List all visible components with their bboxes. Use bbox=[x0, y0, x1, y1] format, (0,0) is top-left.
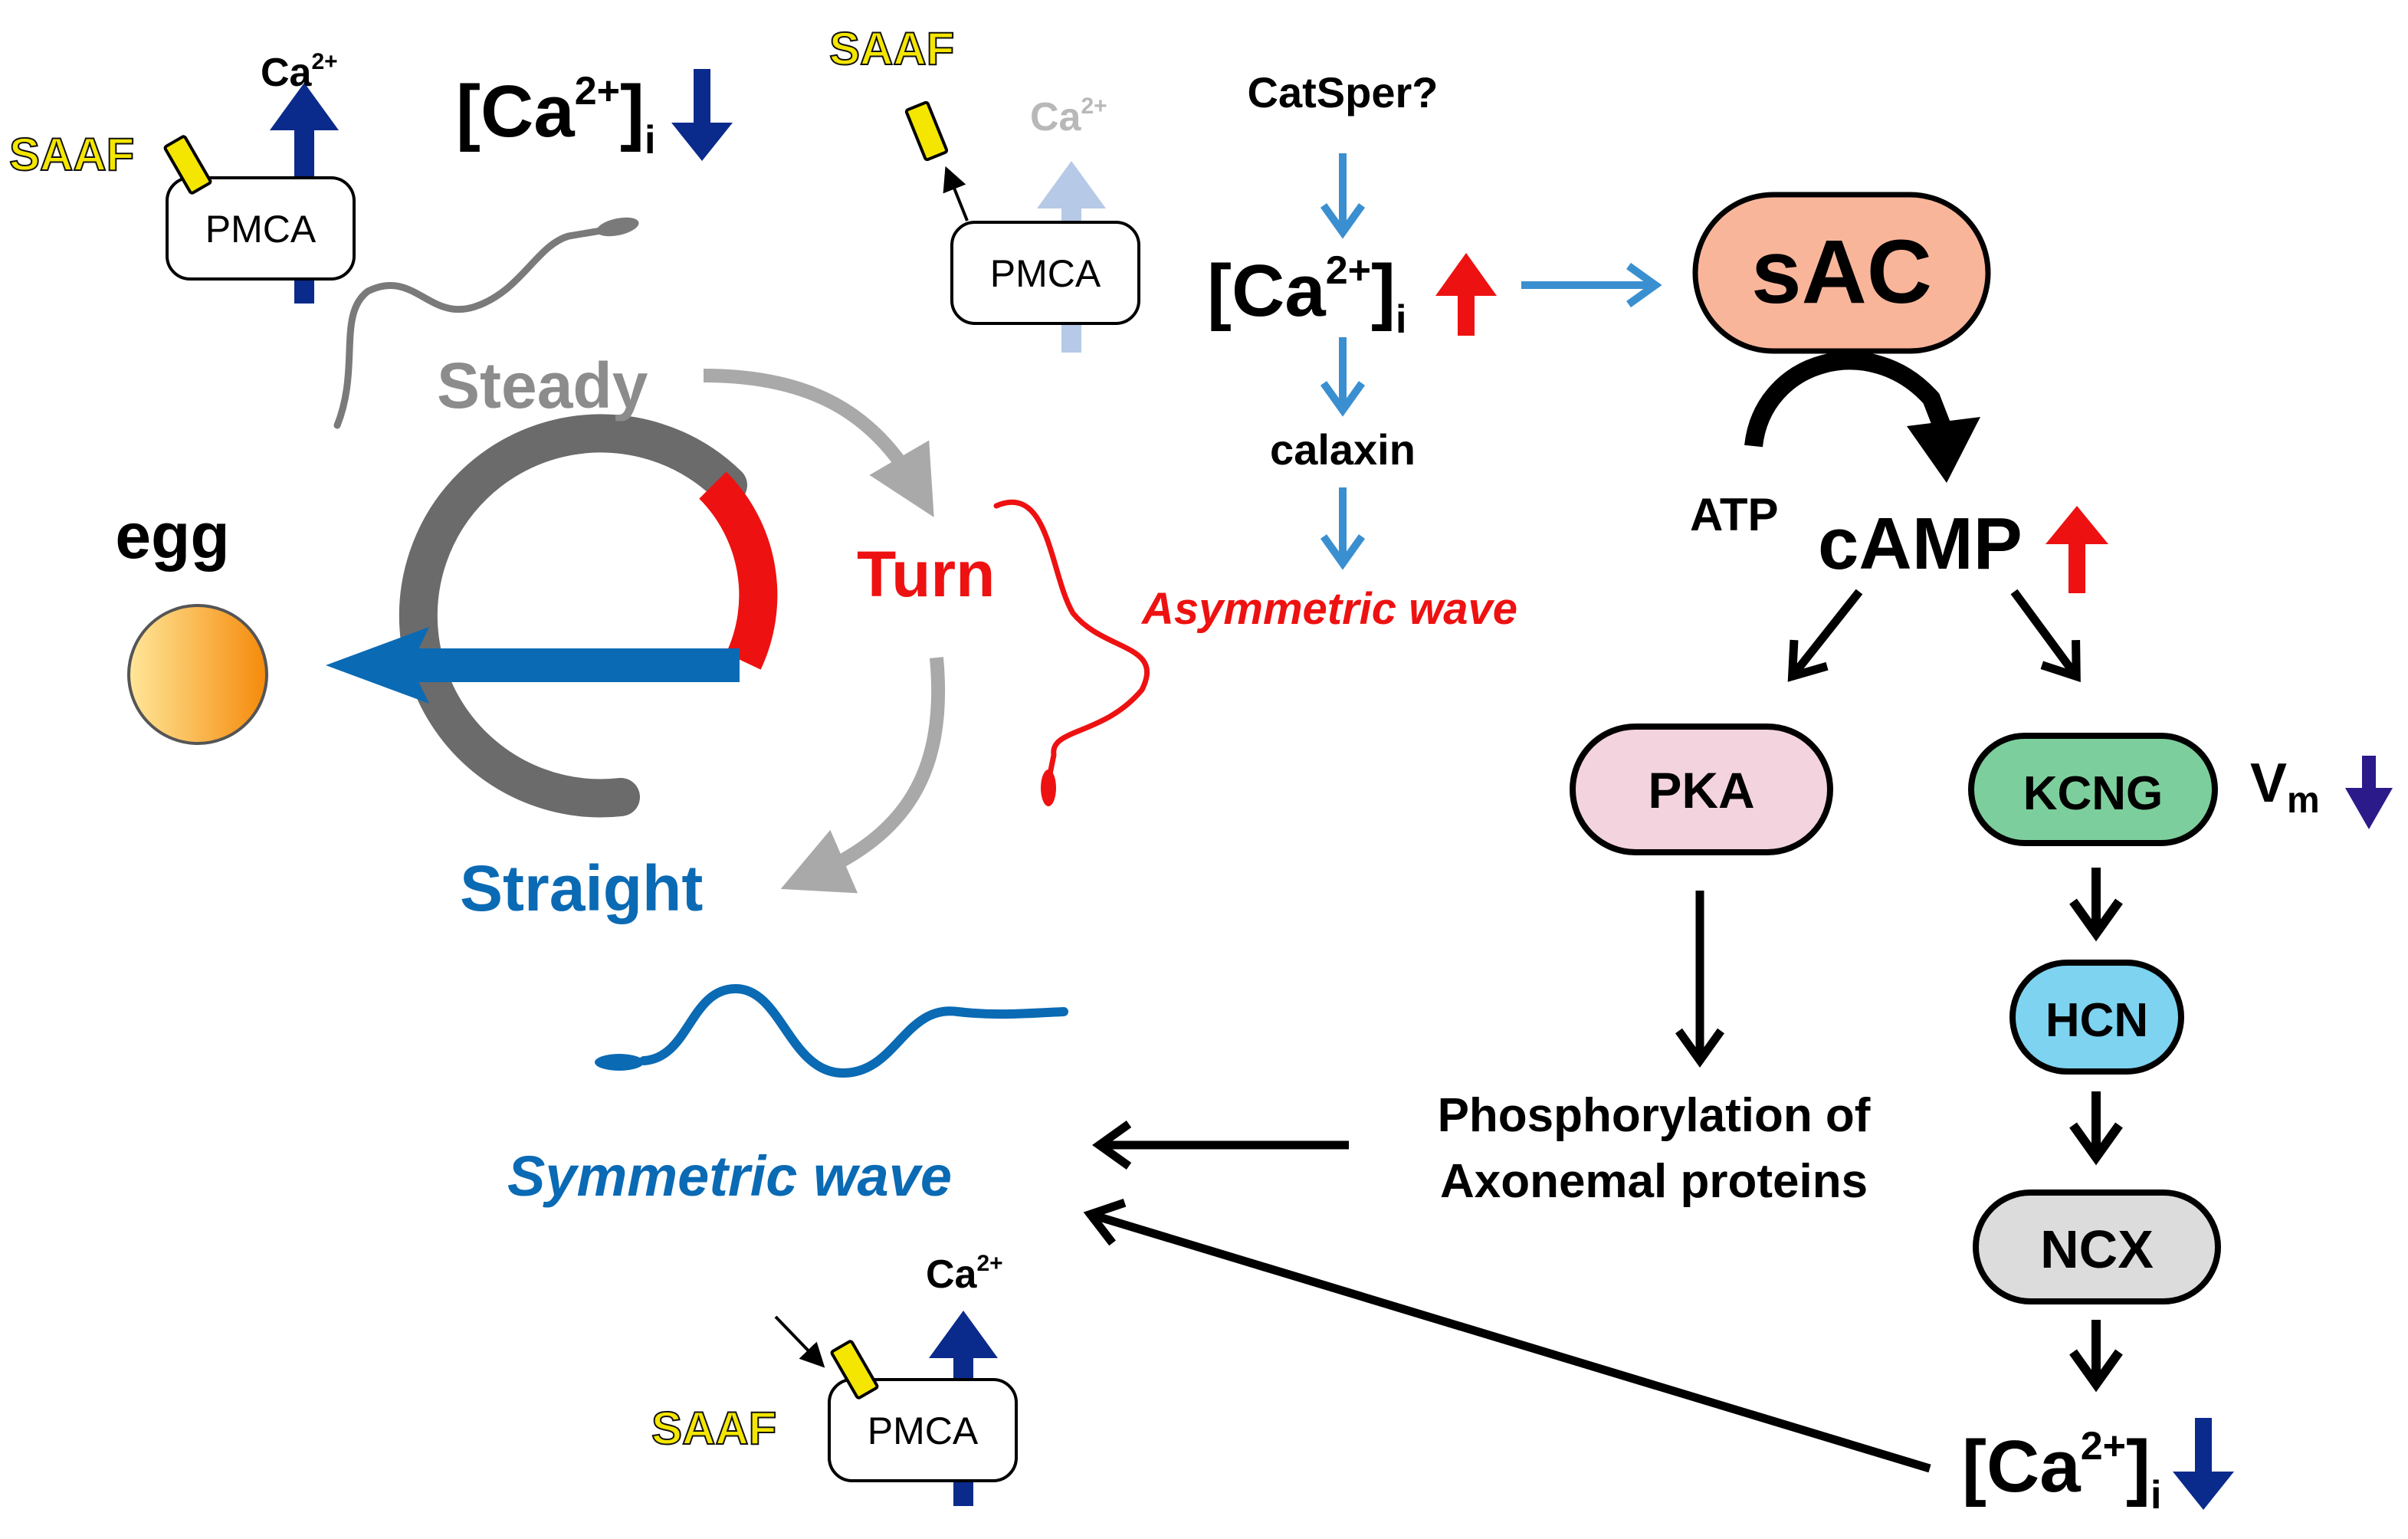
saaf-binding-block bbox=[163, 135, 212, 195]
pka-node bbox=[1570, 724, 1833, 855]
ca-subscript-i: i bbox=[645, 118, 655, 162]
pmca-box bbox=[166, 176, 356, 281]
svg-text:[Ca2+]i: [Ca2+]i bbox=[456, 69, 655, 162]
straight-path-shaft bbox=[402, 648, 740, 682]
pmca-label: PMCA bbox=[990, 252, 1101, 295]
hcn-node bbox=[2009, 960, 2184, 1075]
ca-superscript: 2+ bbox=[1081, 94, 1107, 119]
ncx-node bbox=[1973, 1190, 2221, 1304]
up-arrow-icon bbox=[2045, 506, 2108, 544]
ca-subscript-i: i bbox=[2150, 1473, 2161, 1518]
ca-bracket-close: ] bbox=[2126, 1426, 2150, 1508]
saaf-release-arrow bbox=[943, 166, 969, 221]
svg-text:Ca2+: Ca2+ bbox=[1030, 94, 1107, 139]
ca-subscript-i: i bbox=[1396, 297, 1406, 342]
circling-path bbox=[399, 414, 747, 818]
saaf-label: SAAF bbox=[651, 1403, 776, 1454]
svg-text:Ca2+: Ca2+ bbox=[926, 1251, 1003, 1297]
pmca-topmid-group: PMCA SAAF Ca2+ bbox=[828, 22, 1140, 353]
svg-text:Ca2+: Ca2+ bbox=[261, 49, 338, 95]
catsper-pathway: CatSper? [Ca2+]i calaxin bbox=[1207, 68, 1662, 570]
ca-bracket-close: ] bbox=[1371, 250, 1396, 332]
ca-efflux-arrow-faded-head bbox=[1037, 161, 1106, 208]
pmca-box bbox=[828, 1378, 1018, 1482]
egg-icon bbox=[127, 604, 268, 745]
sac-group: sAC ATP cAMP bbox=[1690, 192, 2108, 683]
kcng-label: KCNG bbox=[2023, 767, 2164, 820]
saaf-label: SAAF bbox=[9, 129, 134, 180]
turn-to-straight-arrow bbox=[780, 657, 946, 894]
ca-bracket-open: [Ca bbox=[1207, 250, 1326, 332]
catsper-label: CatSper? bbox=[1248, 68, 1439, 116]
pmca-bottom-group: PMCA SAAF Ca2+ bbox=[651, 1251, 1018, 1506]
ca-efflux-arrow-head bbox=[270, 83, 339, 130]
vm-label: V bbox=[2250, 753, 2287, 814]
ca-superscript: 2+ bbox=[1326, 248, 1371, 293]
straight-path-arrowhead bbox=[326, 627, 429, 704]
saaf-binding-arrow bbox=[774, 1315, 825, 1368]
pka-label: PKA bbox=[1648, 762, 1754, 819]
up-arrow-icon bbox=[1435, 253, 1497, 296]
atp-label: ATP bbox=[1690, 489, 1779, 540]
egg-label: egg bbox=[115, 500, 229, 572]
pmca-label: PMCA bbox=[868, 1409, 979, 1452]
saaf-released-block bbox=[904, 100, 949, 162]
sac-node bbox=[1692, 192, 1991, 354]
pmca-label: PMCA bbox=[205, 208, 317, 251]
ca-superscript: 2+ bbox=[311, 49, 337, 74]
egg-group: egg bbox=[115, 500, 268, 745]
atp-to-camp-curve bbox=[1744, 351, 1951, 448]
sperm-symmetric-icon bbox=[595, 983, 1068, 1078]
pka-branch: PKA Phosphorylation of Axonemal proteins bbox=[1092, 724, 1871, 1208]
straight-label: Straight bbox=[460, 852, 703, 924]
turn-path-segment bbox=[698, 471, 778, 670]
ca-bracket-close: ] bbox=[620, 71, 645, 153]
kcng-node bbox=[1968, 733, 2218, 846]
ca-bracket-open: [Ca bbox=[1962, 1426, 2081, 1508]
ncx-label: NCX bbox=[2040, 1219, 2154, 1279]
steady-to-turn-arrow bbox=[703, 369, 934, 517]
down-arrow-icon bbox=[2173, 1472, 2234, 1510]
ca-to-sym-arrow bbox=[1083, 1199, 1931, 1473]
svg-text:[Ca2+]i: [Ca2+]i bbox=[1962, 1424, 2161, 1518]
sperm-steady-icon bbox=[333, 217, 639, 429]
ca-label: Ca bbox=[261, 51, 313, 95]
turn-label: Turn bbox=[857, 538, 995, 610]
phos-line2: Axonemal proteins bbox=[1440, 1155, 1868, 1208]
pmca-topleft-group: PMCA SAAF Ca2+ bbox=[8, 49, 356, 304]
ca-superscript: 2+ bbox=[2081, 1424, 2126, 1468]
sperm-asymmetric-icon bbox=[993, 499, 1150, 806]
camp-to-kcng-arrow bbox=[2010, 589, 2081, 683]
symmetric-wave-label: Symmetric wave bbox=[507, 1144, 952, 1208]
ca-label: Ca bbox=[926, 1252, 978, 1297]
vm-subscript: m bbox=[2287, 780, 2320, 821]
saaf-label: SAAF bbox=[829, 23, 954, 74]
svg-text:Vm: Vm bbox=[2250, 753, 2320, 821]
pmca-box bbox=[950, 221, 1140, 325]
phos-line1: Phosphorylation of bbox=[1438, 1089, 1871, 1142]
calaxin-label: calaxin bbox=[1270, 425, 1416, 474]
ca-label-faded: Ca bbox=[1030, 95, 1082, 139]
steady-label: Steady bbox=[437, 349, 648, 422]
ca-bracket-open: [Ca bbox=[456, 71, 575, 153]
asymmetric-wave-label: Asymmetric wave bbox=[1140, 584, 1517, 634]
camp-to-pka-arrow bbox=[1787, 589, 1863, 682]
hcn-label: HCN bbox=[2045, 994, 2148, 1047]
ca-superscript: 2+ bbox=[575, 69, 620, 113]
kcng-branch: KCNG Vm HCN NCX [Ca2+]i bbox=[1083, 733, 2393, 1518]
camp-label: cAMP bbox=[1818, 503, 2023, 585]
down-arrow-icon bbox=[2345, 788, 2393, 829]
saaf-binding-block bbox=[830, 1340, 879, 1400]
down-arrow-icon bbox=[671, 123, 733, 161]
ca-efflux-arrow-head bbox=[929, 1311, 998, 1358]
atp-to-camp-arrowhead bbox=[1907, 417, 1980, 483]
ca-superscript: 2+ bbox=[976, 1251, 1002, 1276]
cai-decrease-top: [Ca2+]i bbox=[456, 69, 733, 162]
trajectory-group bbox=[326, 414, 778, 818]
svg-text:[Ca2+]i: [Ca2+]i bbox=[1207, 248, 1406, 342]
sac-label: sAC bbox=[1751, 221, 1932, 323]
